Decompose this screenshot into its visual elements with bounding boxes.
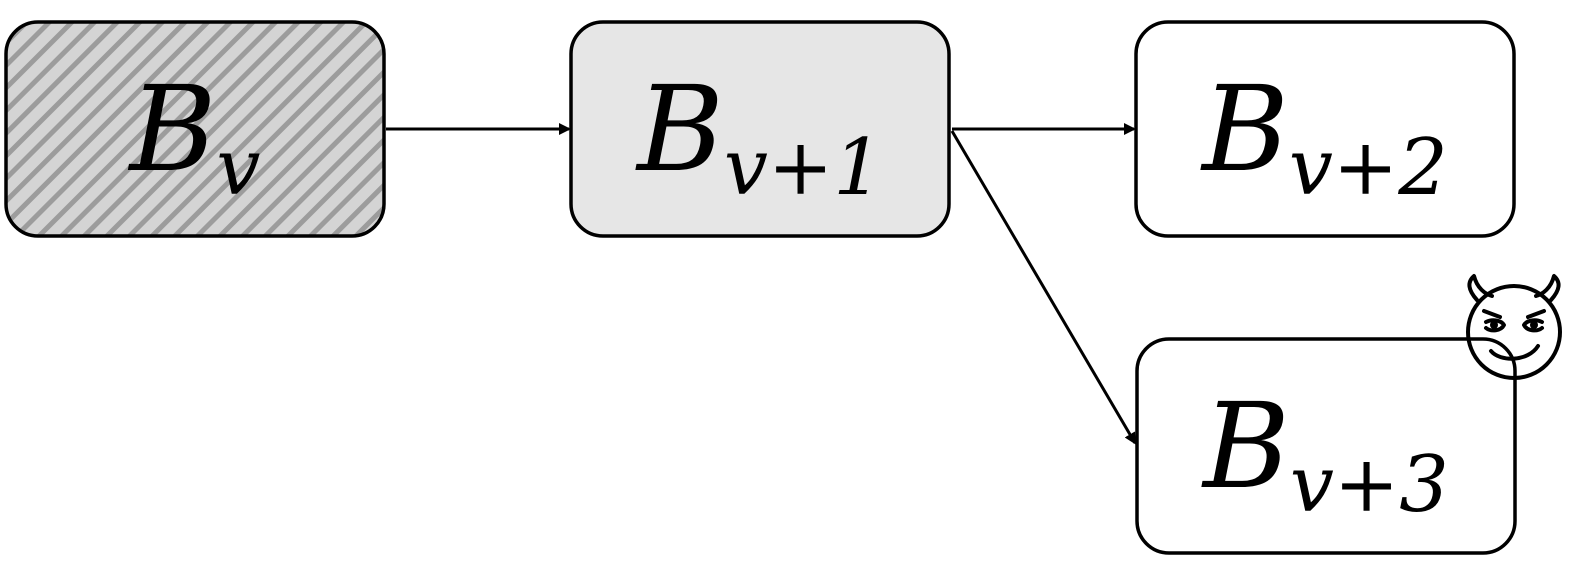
block-b1-label: Bv+1 [635, 60, 883, 213]
block-b0-label: Bv [128, 60, 261, 213]
block-b2-box [1134, 20, 1516, 238]
block-b1: Bv+1 [569, 20, 951, 238]
edges [386, 123, 1137, 445]
devil-face-icon [1466, 274, 1562, 380]
block-b3-box [1135, 337, 1517, 555]
block-b3-label: Bv+3 [1201, 377, 1449, 530]
block-b0: Bv [4, 20, 386, 238]
block-b1-box [569, 20, 951, 238]
edge-b1-b3 [950, 130, 1137, 445]
block-b3: Bv+3 [1135, 337, 1517, 555]
block-b2-label: Bv+2 [1200, 60, 1448, 213]
block-b2: Bv+2 [1134, 20, 1516, 238]
block-b0-box [4, 20, 386, 238]
